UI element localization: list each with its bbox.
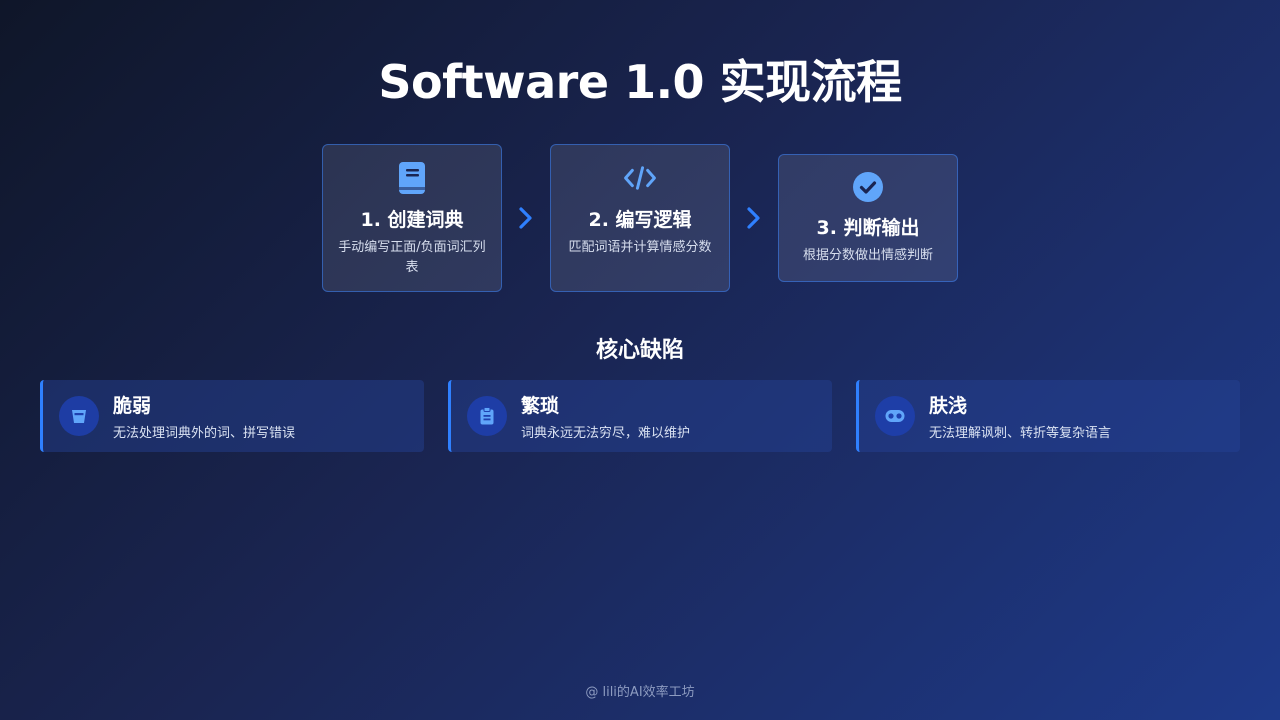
section-title: 核心缺陷	[595, 338, 684, 363]
defect-description: 词典永远无法穷尽，难以维护	[521, 426, 691, 441]
chevron-right-icon	[502, 198, 550, 238]
chevron-right-icon	[730, 198, 778, 238]
step-description: 手动编写正面/负面词汇列表	[338, 240, 486, 275]
step-description: 匹配词语并计算情感分数	[568, 240, 712, 255]
step-output-judgment: 3. 判断输出 根据分数做出情感判断	[778, 154, 958, 282]
defect-title: 脆弱	[113, 395, 152, 417]
step-title: 3. 判断输出	[816, 217, 920, 239]
defects-list: 脆弱 无法处理词典外的词、拼写错误 繁琐 词典永远无法穷尽，难以维护	[40, 380, 1240, 452]
step-title: 1. 创建词典	[360, 209, 464, 231]
defect-title: 肤浅	[929, 395, 968, 417]
code-icon	[623, 161, 657, 195]
defect-description: 无法理解讽刺、转折等复杂语言	[929, 426, 1112, 441]
mask-icon	[875, 396, 915, 436]
defect-card-shallow: 肤浅 无法理解讽刺、转折等复杂语言	[856, 380, 1240, 452]
footer-credit: @ lili的AI效率工坊	[585, 685, 695, 700]
step-description: 根据分数做出情感判断	[802, 248, 933, 263]
book-icon	[395, 161, 429, 195]
broken-glass-icon	[59, 396, 99, 436]
defect-card-tedious: 繁琐 词典永远无法穷尽，难以维护	[448, 380, 832, 452]
step-create-dictionary: 1. 创建词典 手动编写正面/负面词汇列表	[322, 144, 502, 292]
clipboard-icon	[467, 396, 507, 436]
defect-title: 繁琐	[521, 395, 560, 417]
step-write-logic: 2. 编写逻辑 匹配词语并计算情感分数	[550, 144, 730, 292]
step-title: 2. 编写逻辑	[588, 209, 692, 231]
process-steps: 1. 创建词典 手动编写正面/负面词汇列表 2. 编写逻辑 匹配词语并计算情感分…	[0, 144, 1280, 292]
defect-description: 无法处理词典外的词、拼写错误	[113, 426, 296, 441]
check-circle-icon	[851, 171, 885, 203]
page-title: Software 1.0 实现流程	[378, 55, 902, 109]
defect-card-fragile: 脆弱 无法处理词典外的词、拼写错误	[40, 380, 424, 452]
